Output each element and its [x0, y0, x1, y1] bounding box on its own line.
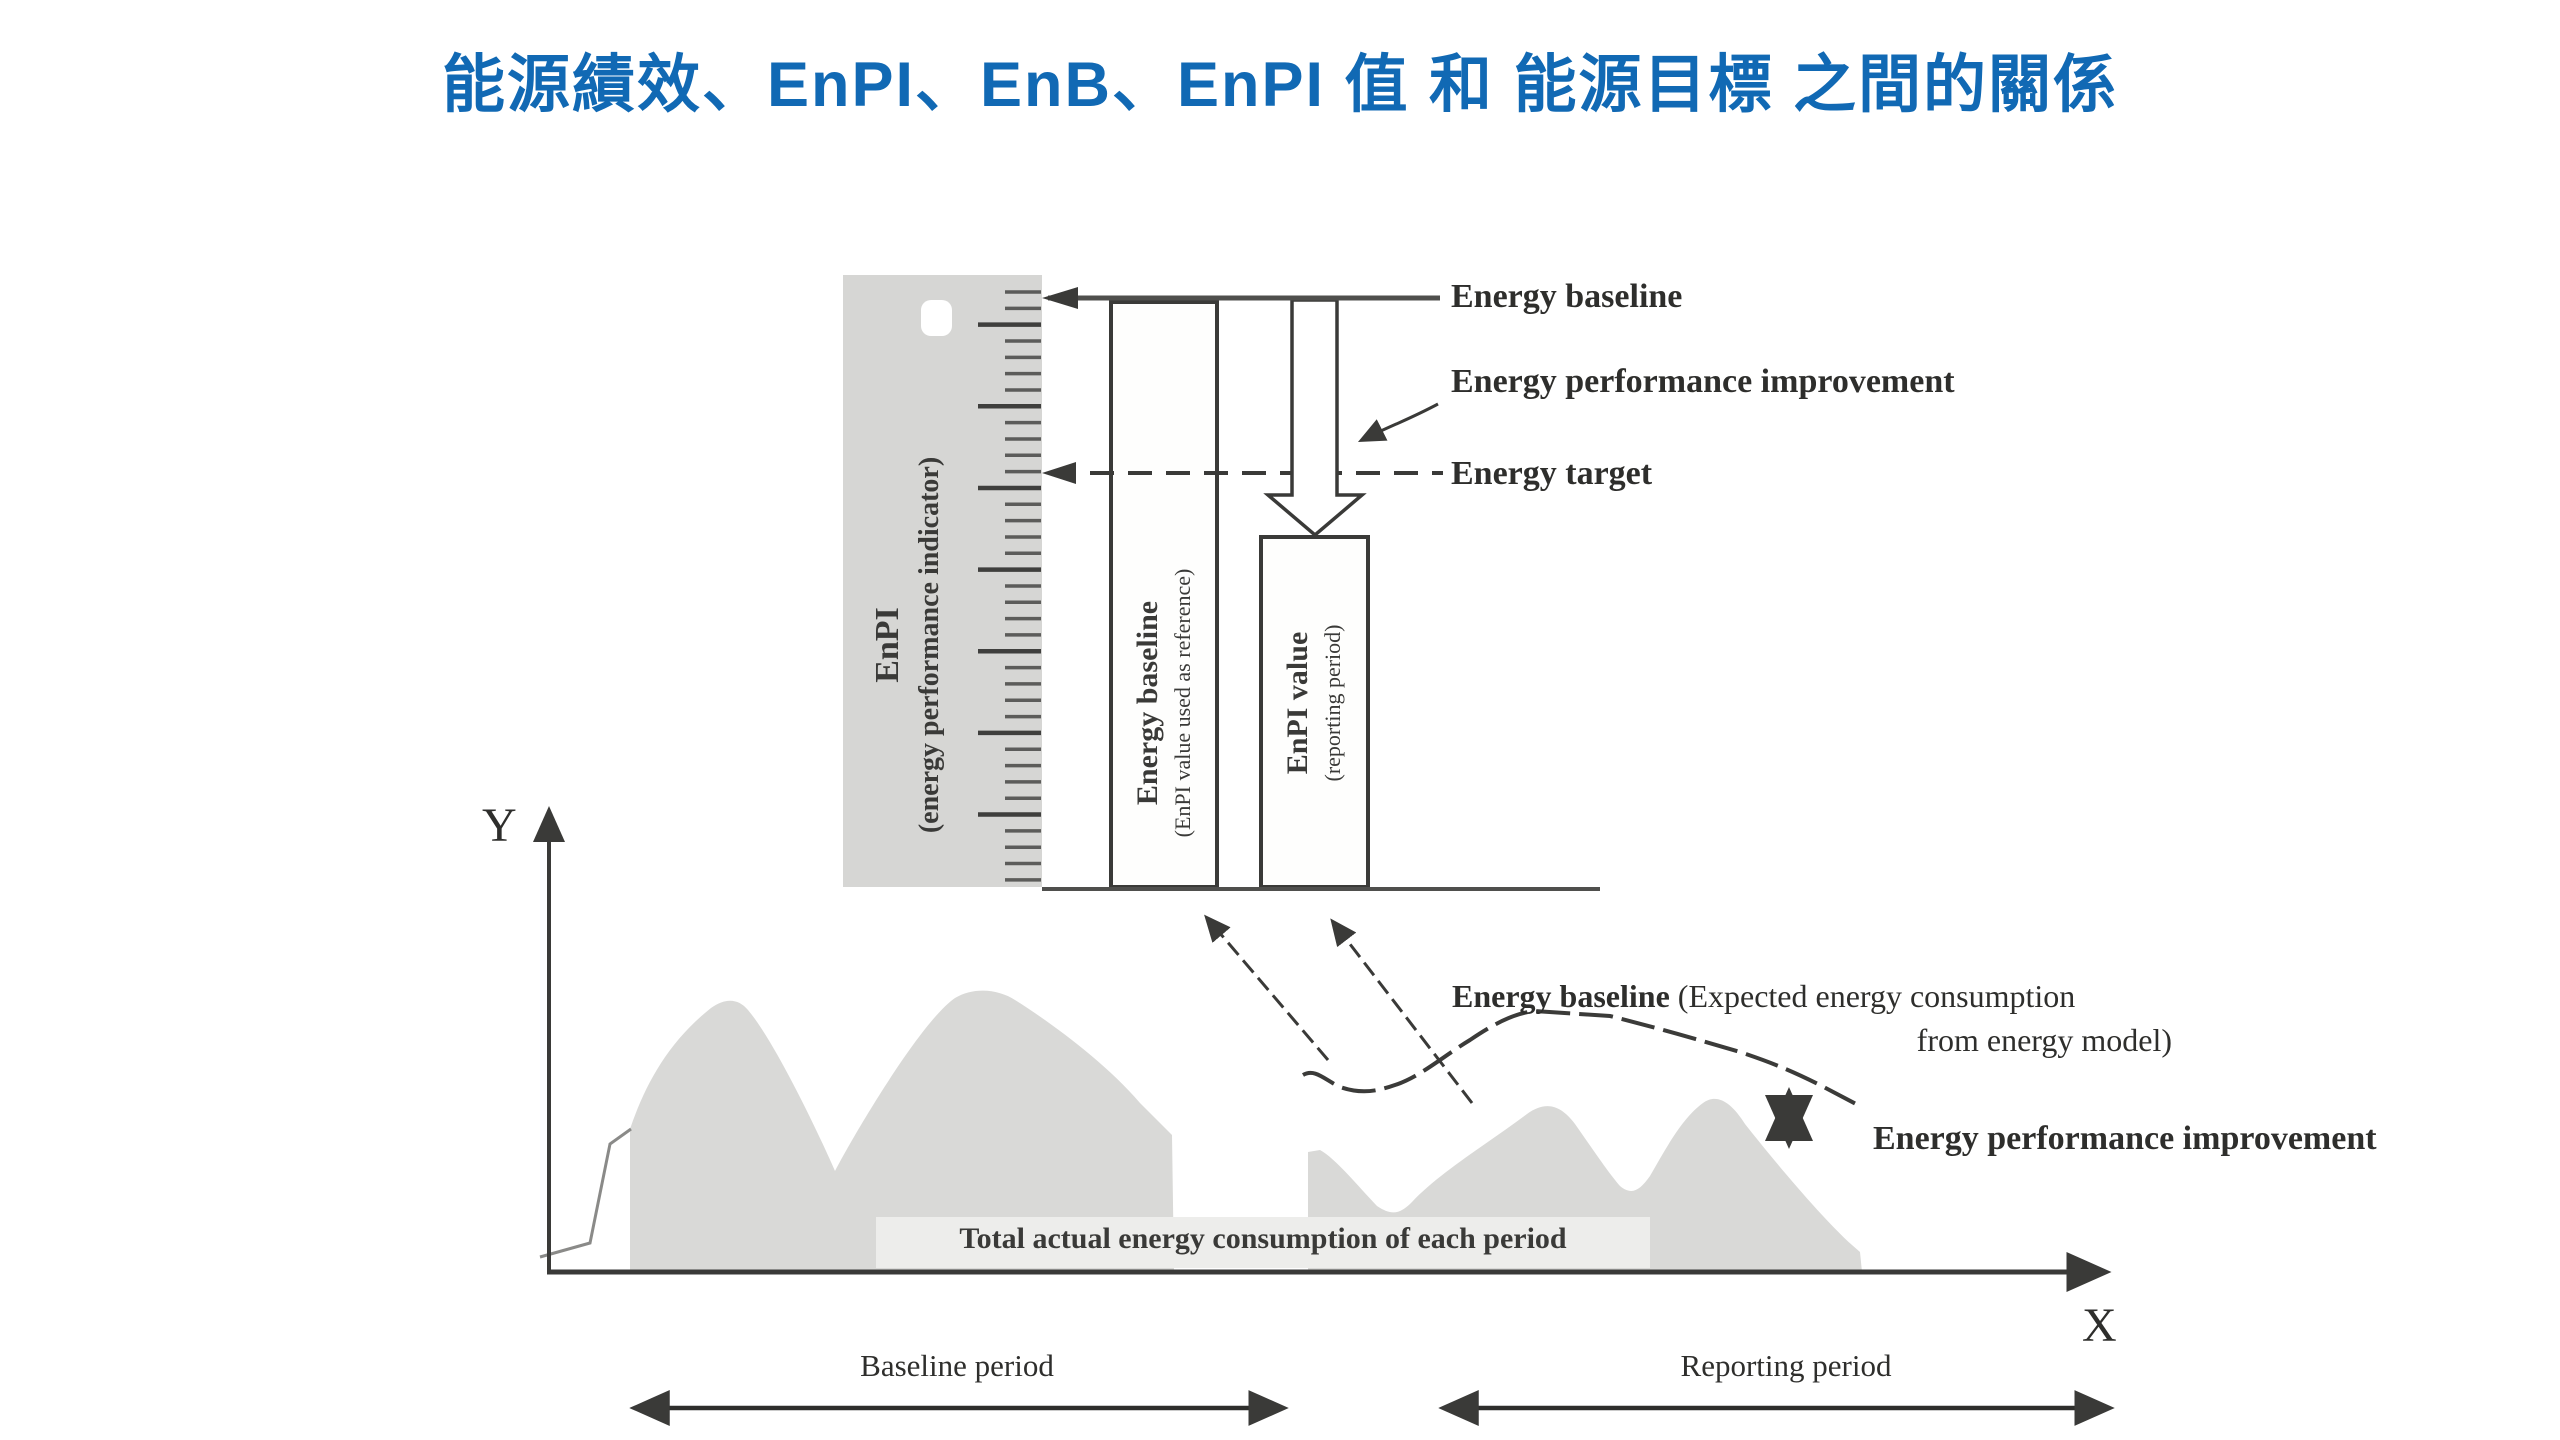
- enpi-value-bar-label: EnPI value (reporting period): [1278, 625, 1348, 782]
- energy-baseline-note-line2: from energy model): [1916, 1022, 2172, 1058]
- energy-baseline-bar-title: Energy baseline: [1131, 600, 1164, 806]
- energy-performance-improvement-annotation: Energy performance improvement: [1451, 363, 1955, 400]
- enpi-value-bar-title: EnPI value: [1281, 631, 1314, 775]
- reporting-period-label: Reporting period: [1680, 1348, 1892, 1383]
- energy-target-line: [1042, 462, 1443, 484]
- enpi-value-bar-subtitle: (reporting period): [1320, 624, 1345, 782]
- energy-baseline-note-rest: (Expected energy consumption: [1669, 978, 2076, 1014]
- ruler-label-line2: (energy performance indicator): [914, 456, 945, 834]
- ruler-label: EnPI (energy performance indicator): [865, 457, 949, 833]
- energy-baseline-arrowhead-icon: [1042, 287, 1078, 309]
- energy-target-arrowhead-icon: [1042, 462, 1076, 484]
- ruler-label-line1: EnPI: [869, 607, 906, 683]
- energy-performance-improvement-label-lower: Energy performance improvement: [1873, 1120, 2377, 1157]
- y-axis-label: Y: [482, 799, 517, 852]
- consumption-box-label: Total actual energy consumption of each …: [959, 1222, 1567, 1255]
- energy-baseline-note-bold: Energy baseline: [1452, 978, 1670, 1014]
- energy-baseline-line: [1042, 287, 1440, 309]
- ruler-ticks: [978, 290, 1041, 882]
- x-axis-label: X: [2082, 1299, 2117, 1352]
- energy-baseline-annotation: Energy baseline: [1451, 278, 1683, 315]
- baseline-left-thin-line: [539, 1127, 632, 1259]
- pointer-arrow-to-baseline-bar: [1204, 914, 1330, 1061]
- energy-baseline-bar-subtitle: (EnPI value used as reference): [1170, 568, 1195, 838]
- energy-target-annotation: Energy target: [1451, 455, 1653, 492]
- energy-baseline-note: Energy baseline (Expected energy consump…: [1452, 974, 2176, 1062]
- improvement-hollow-arrow-icon: [1263, 298, 1367, 538]
- energy-baseline-bar-label: Energy baseline (EnPI value used as refe…: [1128, 569, 1198, 838]
- improvement-leader-line: [1357, 402, 1439, 443]
- ruler-hole: [921, 300, 952, 336]
- baseline-period-label: Baseline period: [860, 1348, 1054, 1383]
- page-title: 能源績效、EnPI、EnB、EnPI 值 和 能源目標 之間的關係: [441, 50, 2119, 120]
